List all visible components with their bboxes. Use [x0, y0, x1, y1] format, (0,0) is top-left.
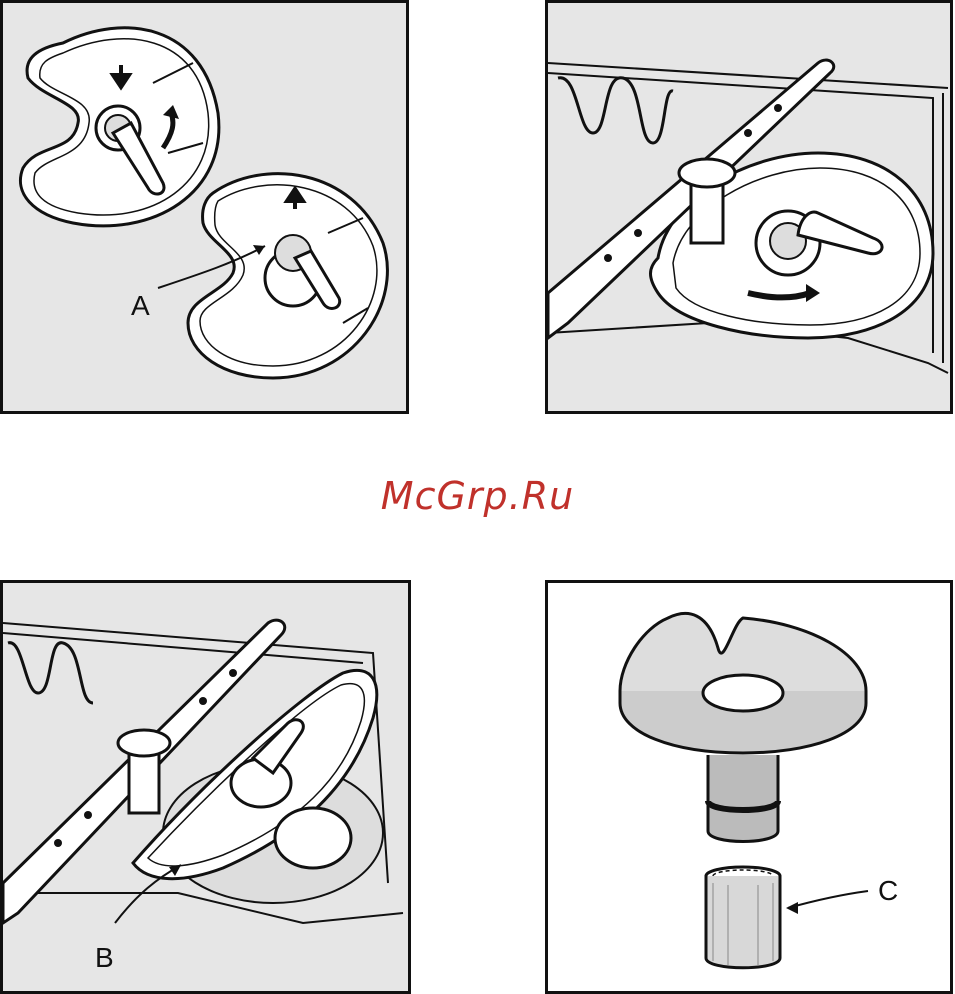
- heating-element: [558, 78, 673, 143]
- panel-4-illustration: C: [548, 583, 950, 991]
- watermark: McGrp.Ru: [0, 474, 955, 518]
- spray-arm-hub: [118, 730, 170, 756]
- panel-2-illustration: [548, 3, 950, 411]
- filter-cylinder: [275, 808, 351, 868]
- fine-filter: [706, 876, 780, 968]
- panel-3-illustration: B: [3, 583, 408, 991]
- disc-opening: [703, 675, 783, 711]
- callout-c-label: C: [878, 875, 898, 906]
- heating-element: [8, 643, 93, 703]
- spray-arm-hub: [679, 159, 735, 187]
- panel-1-illustration: A: [3, 3, 406, 411]
- callout-a-label: A: [131, 290, 150, 321]
- filter-cylinder: [708, 755, 778, 842]
- diagram-panel-2: [545, 0, 953, 414]
- diagram-panel-1: A: [0, 0, 409, 414]
- callout-c-leader: [788, 891, 868, 908]
- tub-floor: [3, 893, 403, 923]
- diagram-panel-4: C: [545, 580, 953, 994]
- callout-b-label: B: [95, 942, 114, 973]
- diagram-panel-3: B: [0, 580, 411, 994]
